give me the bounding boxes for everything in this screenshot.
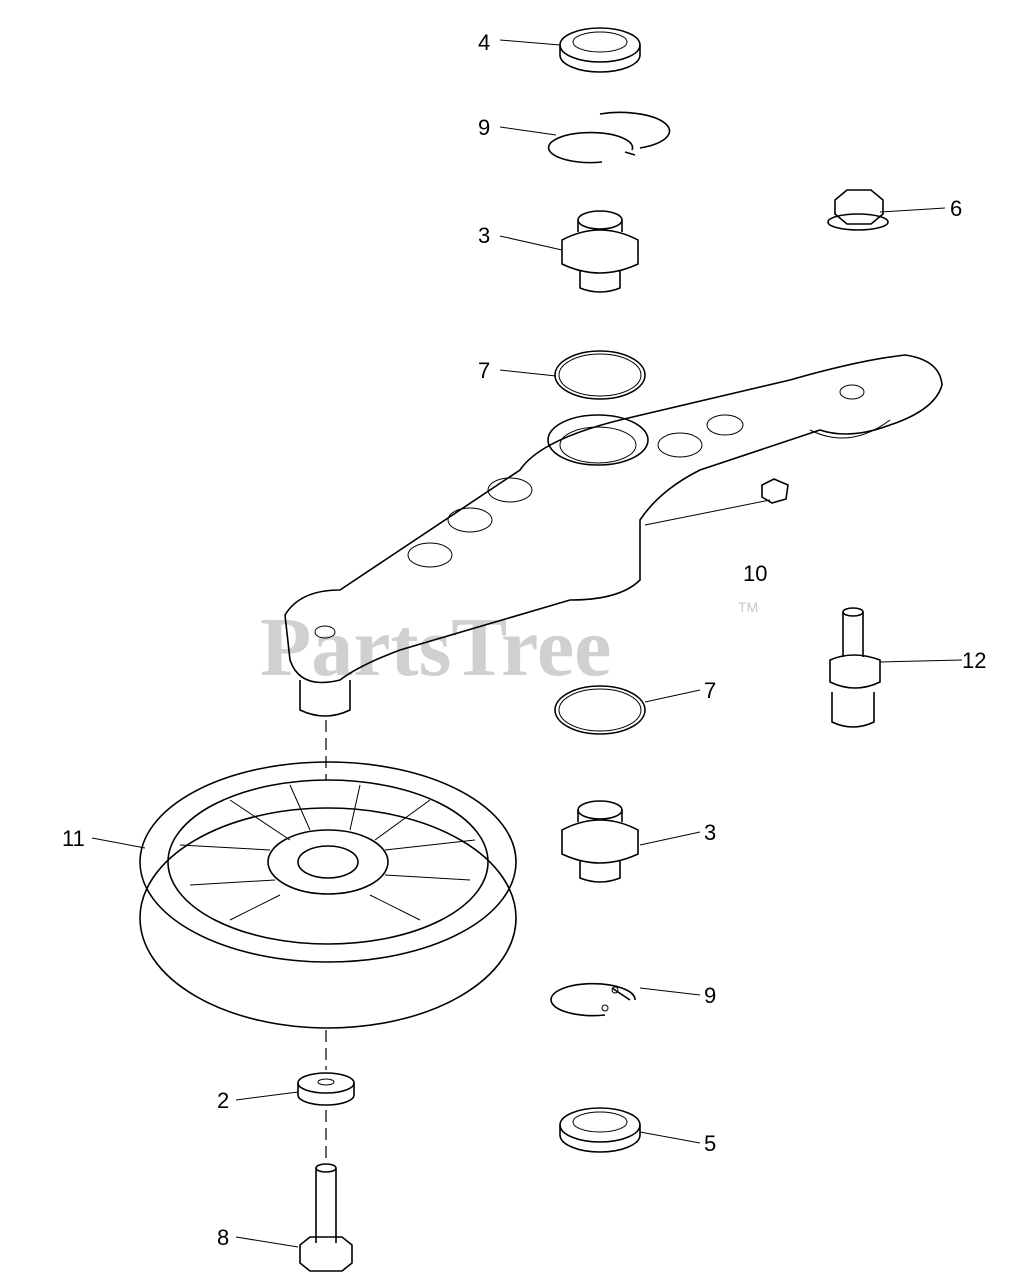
part-11-pulley[interactable] — [139, 761, 517, 1029]
part-10-grease-fitting[interactable] — [761, 478, 789, 504]
callout-9[interactable]: 9 — [704, 983, 716, 1008]
callout-3[interactable]: 3 — [478, 223, 490, 248]
part-9-snap-ring[interactable] — [547, 111, 671, 164]
callout-7[interactable]: 7 — [704, 678, 716, 703]
part-4-seal[interactable] — [559, 27, 641, 73]
callout-9[interactable]: 9 — [478, 115, 490, 140]
o-ring-inner — [558, 353, 642, 397]
part-12-pivot-stud[interactable] — [829, 607, 881, 728]
callout-3[interactable]: 3 — [704, 820, 716, 845]
part-8-bolt[interactable] — [299, 1163, 353, 1272]
leader-lines — [91, 39, 963, 1248]
callout-5[interactable]: 5 — [704, 1131, 716, 1156]
part-9-snap-ring[interactable] — [550, 982, 636, 1017]
callout-11[interactable]: 11 — [62, 826, 85, 851]
part-3-bearing[interactable] — [561, 210, 639, 293]
callout-7[interactable]: 7 — [478, 358, 490, 383]
watermark-tm: TM — [738, 599, 758, 615]
o-ring-inner — [558, 688, 642, 732]
callout-2[interactable]: 2 — [217, 1088, 229, 1113]
part-3-bearing[interactable] — [561, 800, 639, 883]
part-7-o-ring[interactable] — [554, 685, 646, 735]
callout-6[interactable]: 6 — [950, 196, 962, 221]
idler-arm[interactable] — [284, 354, 943, 717]
part-5-seal[interactable] — [559, 1107, 641, 1153]
part-7-o-ring[interactable] — [554, 350, 646, 400]
watermark: PartsTree — [260, 601, 611, 694]
callout-4[interactable]: 4 — [478, 30, 490, 55]
callout-12[interactable]: 12 — [962, 648, 986, 673]
callout-8[interactable]: 8 — [217, 1225, 229, 1250]
part-2-spacer[interactable] — [297, 1072, 355, 1106]
callout-10[interactable]: 10 — [743, 561, 767, 586]
part-6-nut[interactable] — [827, 189, 889, 231]
